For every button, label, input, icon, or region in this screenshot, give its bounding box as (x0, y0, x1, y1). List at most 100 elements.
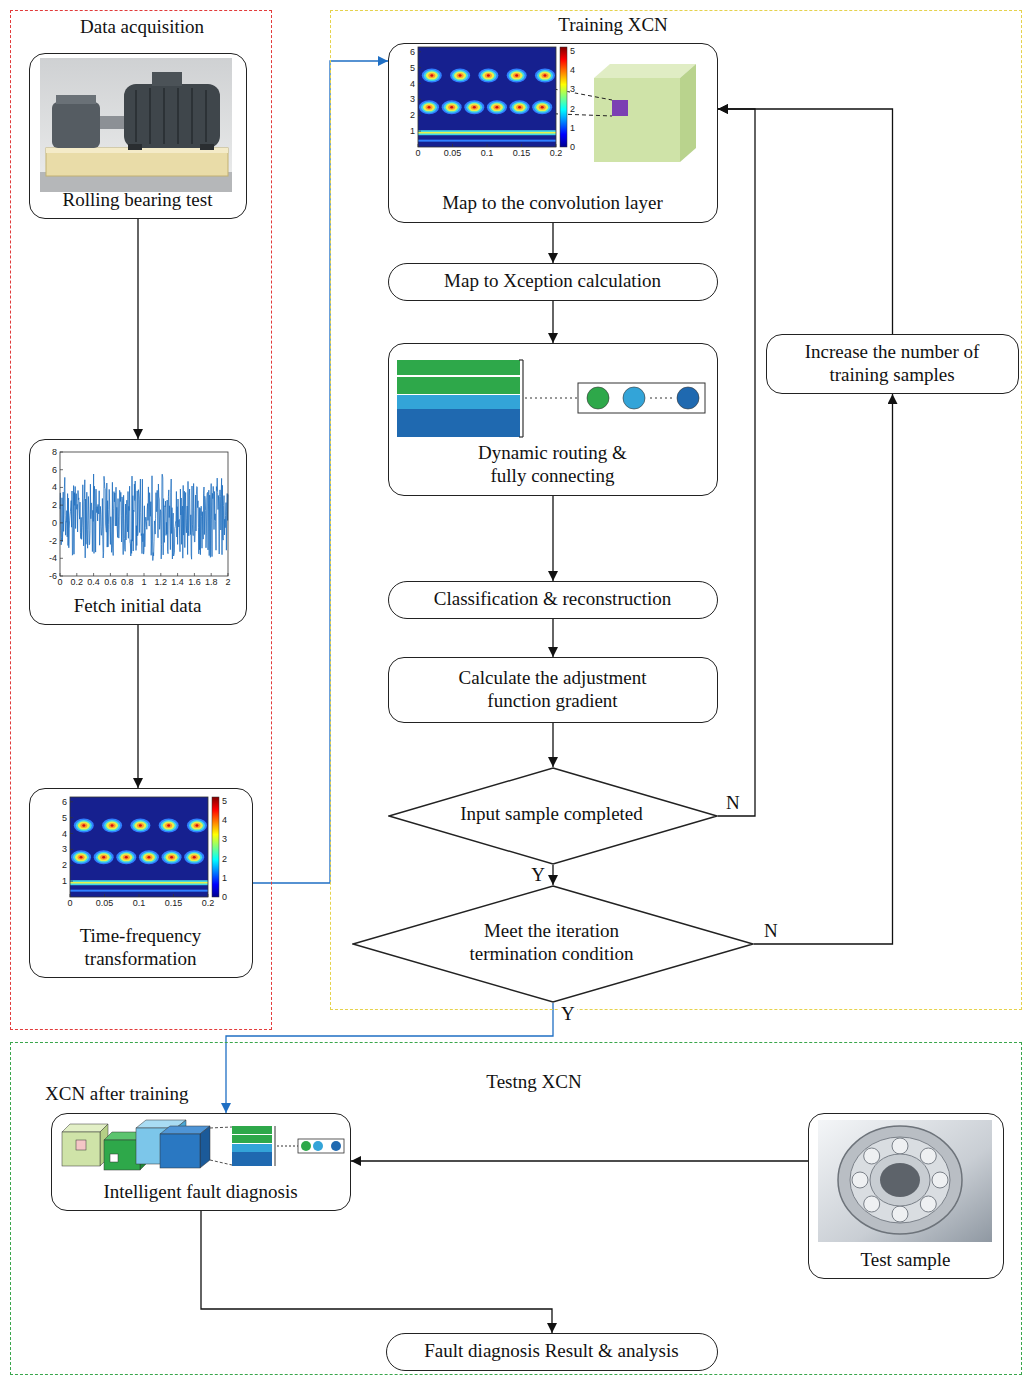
axis-tick: 3 (62, 845, 67, 854)
tick-mark (60, 558, 63, 559)
tick-mark (60, 573, 61, 576)
node-text: Calculate the adjustment function gradie… (433, 667, 673, 713)
axis-tick: 0.8 (121, 578, 134, 587)
cube-front (104, 1140, 140, 1170)
bracket (519, 436, 523, 437)
connector (552, 723, 553, 767)
decision-diamond: Meet the iteration termination condition (352, 885, 754, 1003)
rolling-ball (920, 1196, 936, 1212)
process-box: Map to the convolution layer (388, 43, 718, 223)
tick-mark (60, 487, 63, 488)
decision-diamond: Input sample completed (388, 767, 718, 865)
bore (880, 1163, 920, 1197)
axis-tick: 1 (141, 578, 146, 587)
energy-blob (159, 819, 179, 833)
output-capsule (677, 387, 699, 409)
energy-band (70, 890, 208, 892)
tick-mark (208, 894, 209, 897)
energy-blob (141, 852, 157, 863)
tick-mark (487, 144, 488, 147)
tick-mark (556, 144, 557, 147)
process-box: Intelligent fault diagnosis (51, 1113, 351, 1211)
axis-tick: 3 (410, 95, 415, 104)
tick-mark (70, 833, 73, 834)
axis-tick: 0 (222, 893, 227, 902)
axis-tick: 1 (222, 873, 227, 882)
tick-mark (104, 894, 105, 897)
energy-blob (487, 100, 507, 114)
node-text: Dynamic routing & fully connecting (468, 442, 638, 488)
tick-mark (418, 131, 421, 132)
node-text: Intelligent fault diagnosis (71, 1181, 331, 1204)
axis-tick: 5 (570, 46, 575, 55)
energy-blob (532, 100, 552, 114)
edge-label: N (724, 793, 742, 814)
capsule-bar (232, 1152, 272, 1166)
colorbar (212, 797, 219, 897)
energy-blob (516, 105, 523, 110)
dotted-link (650, 398, 672, 399)
energy-blob (147, 856, 150, 858)
motor-fin (163, 88, 165, 144)
energy-blob (102, 819, 122, 833)
energy-blob (459, 74, 462, 76)
node-text: Fault diagnosis Result & analysis (397, 1340, 707, 1363)
tick-mark (418, 51, 421, 52)
plot-box: Fetch initial data (29, 439, 247, 625)
axis-tick: 5 (410, 63, 415, 72)
rolling-ball (864, 1196, 880, 1212)
energy-blob (137, 823, 144, 828)
energy-blob (78, 855, 85, 860)
axis-tick: 0.2 (71, 578, 84, 587)
motor-foot (128, 144, 142, 150)
spectrogram (70, 797, 219, 897)
energy-blob (428, 106, 431, 108)
axis-tick: 0 (67, 899, 72, 908)
energy-blob (139, 850, 159, 864)
tick-mark (228, 573, 229, 576)
energy-blob (446, 103, 458, 111)
tick-mark (70, 849, 73, 850)
tick-mark (60, 469, 63, 470)
photo-box: Rolling bearing test (29, 53, 247, 219)
energy-blob (430, 74, 433, 76)
axis-tick: 1 (62, 877, 67, 886)
energy-blob (80, 823, 87, 828)
axis-tick: 4 (222, 816, 227, 825)
energy-blob (424, 70, 440, 81)
energy-band (418, 130, 556, 135)
rolling-ball (864, 1148, 880, 1164)
energy-blob (106, 822, 118, 830)
connector (552, 496, 553, 581)
energy-blob (421, 102, 437, 113)
node-text: Fetch initial data (38, 595, 238, 618)
connector (552, 619, 553, 657)
energy-blob (514, 103, 526, 111)
axis-tick: 0.05 (96, 899, 114, 908)
coupling (100, 116, 126, 129)
energy-blob (468, 103, 480, 111)
energy-blob (167, 824, 170, 826)
energy-blob (426, 105, 433, 110)
diamond-shape (389, 768, 717, 864)
projection-line (210, 1160, 232, 1165)
energy-band (418, 132, 556, 134)
energy-blob (534, 102, 550, 113)
edge-label: Y (559, 1004, 577, 1025)
tick-mark (70, 881, 73, 882)
connector (754, 394, 893, 944)
energy-blob (448, 105, 455, 110)
energy-blob (513, 73, 520, 78)
capsule-bar (232, 1126, 272, 1134)
region-title: Training XCN (558, 14, 668, 37)
axis-tick: 0 (570, 143, 575, 152)
result-pill: Fault diagnosis Result & analysis (386, 1333, 718, 1371)
energy-blob (188, 853, 200, 861)
tick-mark (60, 452, 63, 453)
axis-tick: 1 (570, 123, 575, 132)
energy-blob (73, 852, 89, 863)
tick-mark (93, 573, 94, 576)
tick-mark (70, 865, 73, 866)
energy-blob (480, 70, 496, 81)
energy-blob (165, 823, 172, 828)
